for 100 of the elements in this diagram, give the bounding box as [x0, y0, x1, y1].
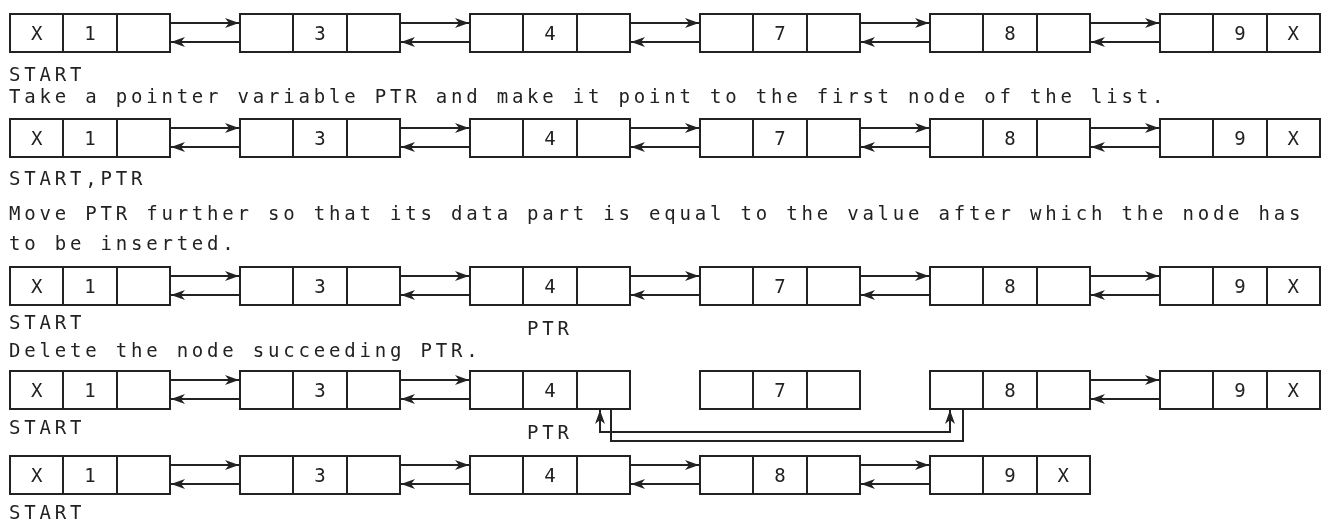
arrow	[400, 290, 470, 300]
list-node	[9, 118, 171, 158]
list-node	[1159, 266, 1321, 306]
arrow	[1090, 271, 1160, 281]
node-value: 9	[1234, 22, 1246, 44]
node-value: 9	[1234, 379, 1246, 401]
node-value: X	[1287, 127, 1300, 149]
node-value: 9	[1234, 275, 1246, 297]
list-node	[9, 370, 171, 410]
arrow	[400, 142, 470, 152]
arrow	[595, 409, 955, 433]
list-node	[239, 455, 401, 495]
list-node	[929, 455, 1091, 495]
node-value: 3	[314, 22, 326, 44]
node-value: X	[1287, 275, 1300, 297]
node-value: 3	[314, 464, 326, 486]
arrow	[400, 394, 470, 404]
node-value: 3	[314, 127, 326, 149]
arrow	[400, 460, 470, 470]
node-value: 8	[1004, 275, 1016, 297]
node-value: 8	[1004, 22, 1016, 44]
arrow	[1090, 18, 1160, 28]
arrow	[170, 375, 240, 385]
node-value: 7	[774, 379, 786, 401]
arrow	[1090, 142, 1160, 152]
arrow	[860, 142, 930, 152]
node-value: 7	[774, 22, 786, 44]
node-value: 1	[84, 275, 96, 297]
node-value: 3	[314, 379, 326, 401]
list-node	[699, 455, 861, 495]
node-value: X	[1287, 22, 1300, 44]
node-value: 8	[774, 464, 786, 486]
arrow	[860, 290, 930, 300]
arrow	[400, 123, 470, 133]
list-node	[699, 118, 861, 158]
node-value: X	[30, 22, 43, 44]
node-value: 4	[544, 379, 556, 401]
node-value: 9	[1004, 464, 1016, 486]
node-value: 7	[774, 275, 786, 297]
arrow	[400, 18, 470, 28]
list-node	[469, 455, 631, 495]
arrow	[860, 123, 930, 133]
node-value: X	[30, 127, 43, 149]
node-value: X	[1287, 379, 1300, 401]
list-node	[9, 13, 171, 53]
arrow	[400, 479, 470, 489]
node-value: 8	[1004, 127, 1016, 149]
node-value: 4	[544, 22, 556, 44]
node-value: X	[30, 379, 43, 401]
list-node	[469, 370, 631, 410]
list-node	[9, 266, 171, 306]
arrow	[400, 375, 470, 385]
arrow	[1090, 394, 1160, 404]
arrow	[630, 460, 700, 470]
arrow	[1090, 290, 1160, 300]
list-node	[1159, 13, 1321, 53]
arrow	[860, 18, 930, 28]
instruction-text: Take a pointer variable PTR and make it point to the first node of the list.	[9, 84, 1169, 109]
list-node	[9, 455, 171, 495]
arrow	[630, 271, 700, 281]
list-node	[1159, 118, 1321, 158]
node-value: 4	[544, 127, 556, 149]
list-node	[929, 13, 1091, 53]
list-node	[1159, 370, 1321, 410]
pointer-label: START	[9, 415, 86, 440]
arrow	[860, 479, 930, 489]
arrow	[630, 479, 700, 489]
arrow	[630, 123, 700, 133]
instruction-text: Move PTR further so that its data part is equal to the value after which the node has to be inserted.	[9, 201, 1306, 256]
node-value: 4	[544, 275, 556, 297]
arrow	[860, 271, 930, 281]
list-node	[469, 118, 631, 158]
list-node	[699, 13, 861, 53]
instruction-text: Delete the node succeeding PTR.	[9, 338, 483, 363]
node-value: X	[1057, 464, 1070, 486]
list-node	[239, 13, 401, 53]
pointer-label: START,PTR	[9, 166, 147, 191]
list-node	[239, 266, 401, 306]
list-node	[699, 266, 861, 306]
arrow	[170, 290, 240, 300]
node-value: X	[30, 275, 43, 297]
arrow	[860, 37, 930, 47]
arrow	[170, 479, 240, 489]
arrow	[400, 271, 470, 281]
node-value: 8	[1004, 379, 1016, 401]
list-node	[239, 118, 401, 158]
arrow	[400, 37, 470, 47]
list-node	[929, 118, 1091, 158]
pointer-label: PTR	[527, 316, 573, 341]
arrow	[170, 123, 240, 133]
arrow	[630, 290, 700, 300]
list-node	[469, 13, 631, 53]
arrow	[630, 142, 700, 152]
list-node	[699, 370, 861, 410]
list-node	[239, 370, 401, 410]
node-value: 9	[1234, 127, 1246, 149]
pointer-label: START	[9, 310, 86, 335]
arrow	[630, 18, 700, 28]
node-value: 7	[774, 127, 786, 149]
node-value: 1	[84, 379, 96, 401]
